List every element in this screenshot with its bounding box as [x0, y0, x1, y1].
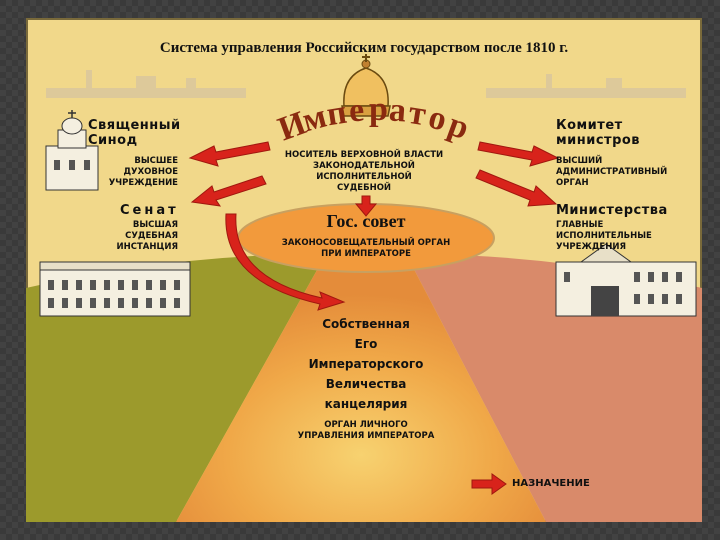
arrow-to-senate [190, 175, 267, 207]
center-field [176, 254, 546, 522]
council-name: Гос. совет [326, 211, 406, 231]
synod-church [45, 110, 99, 191]
arrow-to-ministries [475, 169, 558, 207]
crown-icon [341, 54, 391, 117]
legend-arrow-icon [471, 473, 507, 495]
arrow-to-synod [188, 141, 271, 167]
emperor-description: НОСИТЕЛЬ ВЕРХОВНОЙ ВЛАСТИ ЗАКОНОДАТЕЛЬНО… [284, 150, 444, 193]
ministries-building [555, 243, 697, 317]
arrow-to-council [354, 195, 378, 217]
legend-label: НАЗНАЧЕНИЕ [512, 478, 590, 489]
appointment-arrows [188, 141, 560, 495]
diagram-background [26, 54, 702, 522]
emperor-letter: е [347, 91, 366, 130]
right-field [406, 254, 702, 522]
council-description: ЗАКОНОСОВЕЩАТЕЛЬНЫЙ ОРГАН ПРИ ИМПЕРАТОРЕ [281, 238, 451, 259]
senate-name: Сенат [120, 203, 179, 218]
skyline [46, 70, 686, 98]
diagram-title: Система управления Российским государств… [159, 40, 569, 56]
chancellery-description: ОРГАН ЛИЧНОГО УПРАВЛЕНИЯ ИМПЕРАТОРА [297, 420, 435, 441]
emperor-letter: а [387, 91, 408, 130]
ministries-name: Министерства [556, 203, 668, 218]
emperor-title: И м п е р а т о р [273, 86, 474, 148]
committee-description: ВЫСШИЙ АДМИНИСТРАТИВНЫЙ ОРГАН [556, 156, 668, 188]
senate-building [39, 261, 191, 317]
arrow-to-chancellery [225, 213, 346, 311]
arrow-to-committee [477, 141, 560, 167]
senate-description: ВЫСШАЯ СУДЕБНАЯ ИНСТАНЦИЯ [116, 220, 178, 252]
diagram-frame: Система управления Российским государств… [26, 18, 702, 522]
committee-name: Комитет министров [556, 118, 641, 148]
ministries-description: ГЛАВНЫЕ ИСПОЛНИТЕЛЬНЫЕ УЧРЕЖДЕНИЯ [556, 220, 652, 252]
synod-name: Священный Синод [88, 118, 181, 148]
synod-description: ВЫСШЕЕ ДУХОВНОЕ УЧРЕЖДЕНИЕ [108, 156, 178, 188]
left-field [26, 254, 326, 522]
emperor-letter: р [369, 91, 388, 128]
chancellery-name: Собственная Его Императорского Величеств… [308, 317, 424, 411]
